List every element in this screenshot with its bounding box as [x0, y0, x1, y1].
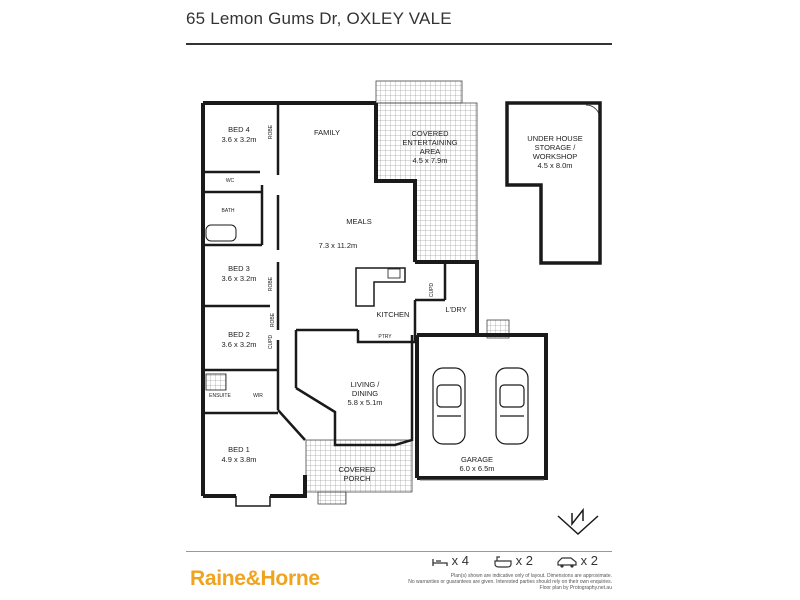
disclaimer-line1: Plan(s) shown are indicative only of lay…: [450, 573, 612, 579]
bed-icon: [432, 558, 448, 566]
bed4-label: BED 4: [228, 125, 250, 134]
wc-label: WC: [226, 178, 235, 184]
bay-window: [235, 496, 271, 507]
under-house-storage-walls: [505, 101, 602, 265]
disclaimer: Plan(s) shown are indicative only of lay…: [382, 573, 612, 591]
bed-count: x 4: [432, 553, 469, 568]
title-rule: [186, 43, 612, 45]
north-arrow-icon: [557, 507, 599, 536]
living-line2: DINING: [352, 389, 378, 398]
brand-logo: Raine&Horne: [190, 567, 320, 590]
bed2-label: BED 2: [228, 330, 250, 339]
covered-entertaining-line1: COVERED: [411, 129, 449, 138]
disclaimer-line2: No warranties or guarantees are given. I…: [408, 579, 612, 585]
pantry-label: PTRY: [378, 334, 392, 340]
sink-icon: [387, 268, 401, 279]
car-count-value: x 2: [580, 553, 598, 568]
bath-icon: [494, 555, 512, 568]
wir-label: WIR: [253, 393, 263, 399]
under-house-line2: STORAGE /: [535, 143, 577, 152]
bed-count-value: x 4: [451, 553, 469, 568]
car-icon: [495, 367, 529, 445]
bed3-size: 3.6 x 3.2m: [221, 274, 256, 283]
bed2-cupd-label: CUPD: [268, 335, 274, 350]
covered-porch-floor: [305, 439, 413, 493]
interior-walls: [203, 103, 447, 447]
covered-entertaining-size: 4.5 x 7.9m: [412, 156, 447, 165]
bed1-size: 4.9 x 3.8m: [221, 455, 256, 464]
bed4-robe-label: ROBE: [268, 124, 274, 139]
bed3-label: BED 3: [228, 264, 250, 273]
under-house-line1: UNDER HOUSE: [527, 134, 582, 143]
porch-line2: PORCH: [343, 474, 370, 483]
storage-door: [585, 104, 601, 120]
page-title: 65 Lemon Gums Dr, OXLEY VALE: [186, 9, 452, 28]
bed1-label: BED 1: [228, 445, 250, 454]
porch-line1: COVERED: [338, 465, 376, 474]
bath-label: BATH: [222, 208, 235, 214]
disclaimer-line3: Floor plan by Protography.net.au: [539, 585, 612, 591]
bed2-robe-label: ROBE: [270, 312, 276, 327]
living-size: 5.8 x 5.1m: [347, 398, 382, 407]
kitchen-label: KITCHEN: [377, 310, 410, 319]
outer-walls: [201, 101, 548, 498]
bath-count: x 2: [494, 553, 533, 568]
meals-label: MEALS: [346, 217, 371, 226]
ensuite-shower-icon: [205, 373, 227, 391]
family-label: FAMILY: [314, 128, 340, 137]
bath-count-value: x 2: [515, 553, 533, 568]
car-icon: [432, 367, 466, 445]
garage-label: GARAGE: [461, 455, 493, 464]
footer-rule: [186, 551, 612, 552]
under-house-size: 4.5 x 8.0m: [537, 161, 572, 170]
laundry-cupd-label: CUPD: [429, 283, 435, 298]
bed3-robe-label: ROBE: [268, 276, 274, 291]
meals-size: 7.3 x 11.2m: [319, 241, 358, 250]
porch-step: [317, 491, 347, 505]
bed2-size: 3.6 x 3.2m: [221, 340, 256, 349]
car-count: x 2: [557, 553, 598, 568]
ensuite-label: ENSUITE: [209, 393, 231, 399]
car-small-icon: [557, 556, 577, 568]
kitchen-island: [355, 267, 406, 307]
laundry-label: L'DRY: [445, 305, 466, 314]
covered-entertaining-line2: ENTERTAINING: [402, 138, 457, 147]
bed4-size: 3.6 x 3.2m: [221, 135, 256, 144]
living-line1: LIVING /: [351, 380, 381, 389]
under-house-line3: WORKSHOP: [533, 152, 578, 161]
rear-steps: [375, 80, 463, 104]
garage-size: 6.0 x 6.5m: [459, 464, 494, 473]
covered-entertaining-line3: AREA: [420, 147, 440, 156]
bathtub-icon: [205, 224, 237, 242]
